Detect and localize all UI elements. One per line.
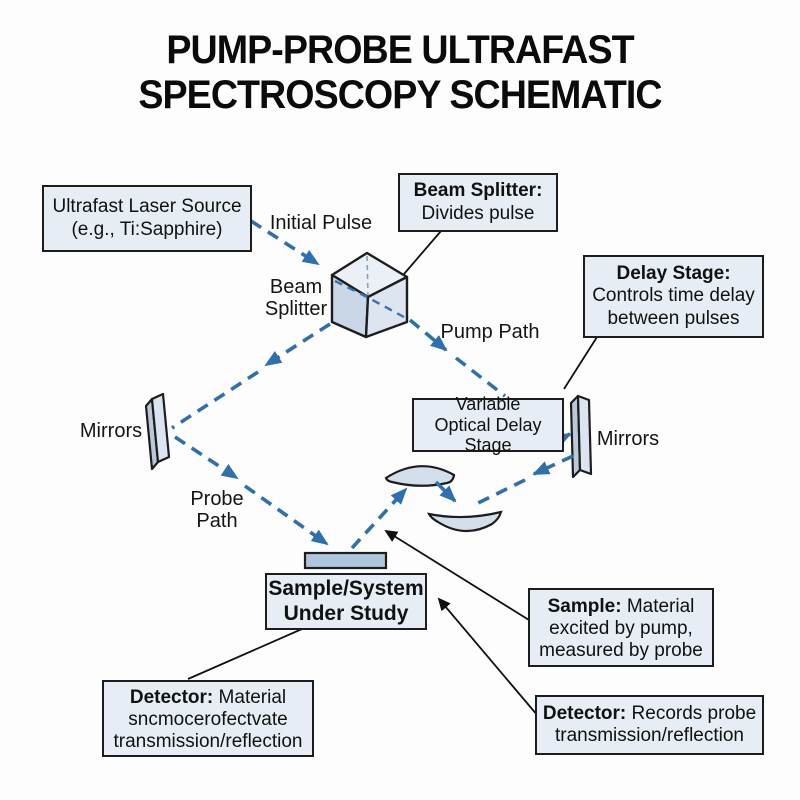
initial-pulse-label: Initial Pulse	[269, 212, 373, 234]
page-title: PUMP-PROBE ULTRAFAST SPECTROSCOPY SCHEMA…	[24, 28, 776, 118]
sample-callout-title: Sample:	[547, 596, 622, 617]
lens-upper-shape	[384, 465, 456, 487]
beam-paths	[171, 219, 574, 550]
sample-system-line2: Under Study	[283, 601, 409, 625]
detector-left-body: Material sncmocerofectvate transmission/…	[113, 687, 303, 753]
probe-path-label: Probe Path	[190, 488, 244, 532]
beam-probe-3	[350, 487, 408, 550]
leader-detector-right	[437, 597, 539, 717]
laser-source-line1: Ultrafast Laser Source	[52, 196, 242, 218]
beam-splitter-callout: Beam Splitter: Divides pulse	[398, 173, 558, 232]
mirrors-right-label: Mirrors	[596, 428, 660, 450]
beam-splitter-label: Beam Splitter	[264, 276, 328, 320]
detector-right-title: Detector:	[542, 703, 627, 724]
beam-probe-2a	[174, 435, 239, 480]
variable-delay-line1: Variable	[455, 393, 521, 414]
sample-callout: Sample: Material excited by pump, measur…	[528, 588, 714, 667]
beam-splitter-callout-title: Beam Splitter:	[413, 180, 543, 202]
beam-probe-2b	[243, 484, 329, 546]
beam-pump-3b	[473, 478, 526, 507]
lens-lower-shape	[427, 510, 503, 533]
beam-splitter-callout-body: Divides pulse	[421, 202, 535, 224]
beam-pump-3a	[532, 454, 574, 476]
delay-stage-callout-body: Controls time delay between pulses	[592, 285, 755, 329]
laser-source-box: Ultrafast Laser Source (e.g., Ti:Sapphir…	[42, 185, 252, 252]
detector-right-body: Records probe transmission/reflection	[554, 703, 757, 747]
sample-system-box: Sample/System Under Study	[265, 573, 427, 630]
title-line-1: PUMP-PROBE ULTRAFAST	[166, 28, 634, 72]
detector-right-callout: Detector: Records probe transmission/ref…	[535, 695, 764, 755]
mirror-left-shape	[144, 392, 171, 471]
beam-probe-1b	[171, 370, 259, 430]
beam-initial-pulse	[250, 219, 320, 266]
leader-delay-stage	[563, 336, 598, 390]
detector-left-callout: Detector: Material sncmocerofectvate tra…	[102, 680, 314, 757]
pump-path-label: Pump Path	[440, 321, 540, 343]
mirror-right-shape	[569, 394, 593, 479]
beam-probe-1a	[264, 322, 331, 367]
leader-sample-callout	[384, 529, 530, 621]
detector-left-title: Detector:	[129, 687, 214, 708]
leader-lines	[187, 230, 598, 717]
sample-system-line1: Sample/System	[268, 577, 424, 601]
sample-bar	[303, 551, 388, 570]
variable-delay-stage-box: Variable Optical Delay Stage	[412, 394, 564, 455]
mirrors-left-label: Mirrors	[79, 420, 143, 442]
cube-hidden-edge	[366, 255, 369, 296]
beam-splitter-cube	[330, 251, 409, 339]
delay-stage-callout: Delay Stage: Controls time delay between…	[583, 255, 764, 338]
title-line-2: SPECTROSCOPY SCHEMATIC	[138, 73, 662, 118]
cube-internal-beam	[334, 279, 405, 319]
leader-beam-splitter	[403, 230, 442, 275]
leader-detector-left	[187, 628, 303, 680]
laser-source-line2: (e.g., Ti:Sapphire)	[71, 218, 223, 240]
sample-callout-body: Material excited by pump, measured by pr…	[539, 596, 703, 662]
beam-pump-1b	[454, 356, 507, 398]
beam-pump-1a	[408, 318, 448, 352]
beam-lens-link	[434, 480, 457, 503]
variable-delay-line2: Optical Delay Stage	[434, 414, 542, 456]
delay-stage-callout-title: Delay Stage:	[616, 263, 731, 285]
